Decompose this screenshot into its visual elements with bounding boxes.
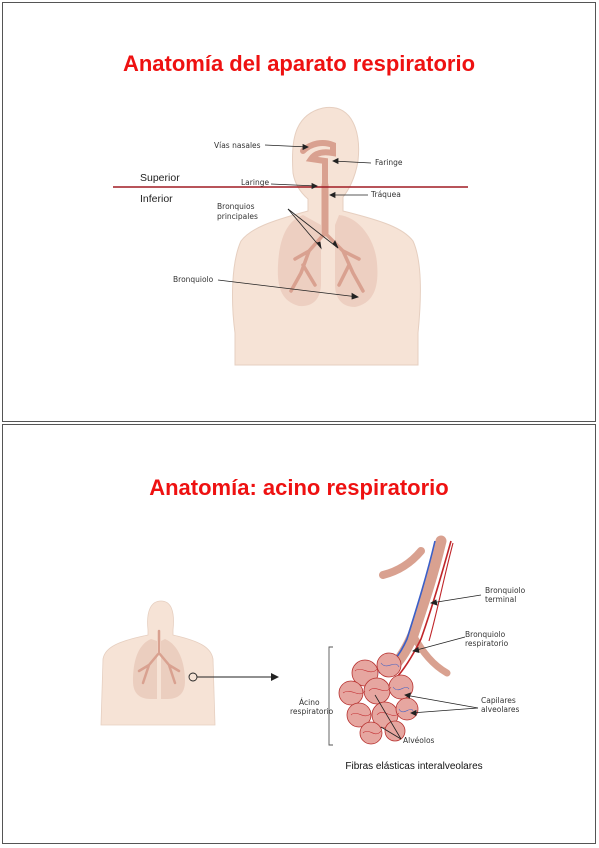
nasal-airway — [300, 140, 336, 196]
small-lungs — [133, 639, 185, 699]
acinus-diagram: Bronquiolo terminal Bronquiolo respirato… — [100, 535, 526, 746]
label-terminal-line2: terminal — [485, 595, 516, 604]
label-superior: Superior — [140, 172, 180, 184]
label-terminal-line1: Bronquiolo — [485, 586, 526, 595]
label-inferior: Inferior — [140, 193, 173, 205]
respiratory-diagram: Vías nasales Faringe Superior Laringe Tr… — [113, 107, 468, 366]
label-capillaries-line2: alveolares — [481, 705, 520, 714]
slide-title: Anatomía: acino respiratorio — [149, 475, 449, 500]
right-lung — [335, 215, 378, 307]
slide-respiratory-anatomy: Anatomía del aparato respiratorio — [2, 2, 596, 422]
artery — [394, 540, 452, 680]
left-lung — [277, 215, 321, 307]
label-alveoli: Alvéolos — [403, 736, 435, 745]
label-acino-line1: Ácino — [299, 698, 320, 707]
slide-respiratory-acinus: Anatomía: acino respiratorio — [2, 424, 596, 844]
label-larynx: Laringe — [241, 178, 269, 187]
label-nasal: Vías nasales — [214, 141, 261, 150]
caption-elastic-fibers: Fibras elásticas interalveolares — [345, 761, 483, 772]
label-acino-line2: respiratorio — [290, 707, 334, 716]
small-airway — [137, 629, 181, 685]
label-resp-line1: Bronquiolo — [465, 630, 506, 639]
label-bronchi-line1: Bronquios — [217, 202, 255, 211]
slide-title: Anatomía del aparato respiratorio — [122, 51, 476, 76]
small-torso — [100, 600, 216, 726]
label-bronchi-line2: principales — [217, 212, 258, 221]
label-trachea: Tráquea — [370, 190, 401, 199]
label-pharynx: Faringe — [375, 158, 403, 167]
label-resp-line2: respiratorio — [465, 639, 509, 648]
label-bronchiole: Bronquiolo — [173, 275, 214, 284]
left-bronchus — [289, 231, 327, 293]
alveoli-cluster — [338, 652, 419, 745]
label-capillaries-line1: Capilares — [481, 696, 516, 705]
right-bronchus — [323, 231, 365, 293]
